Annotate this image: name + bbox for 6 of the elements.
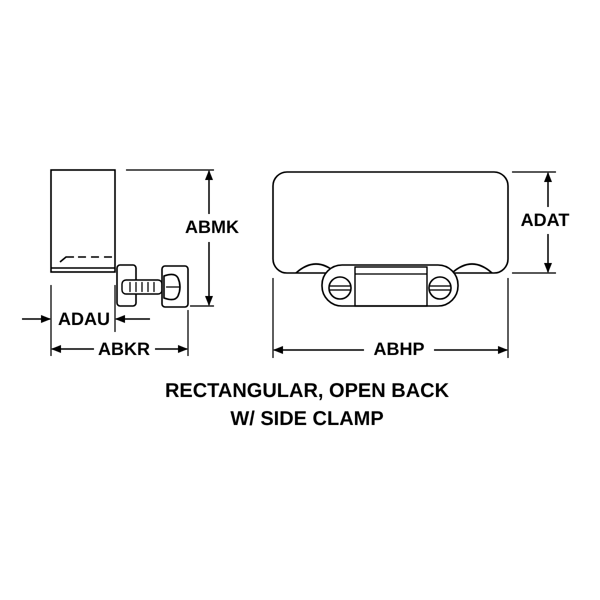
dimension-label: ABHP <box>374 340 424 358</box>
dimension-label: ADAU <box>58 310 110 328</box>
caption: RECTANGULAR, OPEN BACK W/ SIDE CLAMP <box>164 379 450 432</box>
dimension-label: ABMK <box>185 218 239 236</box>
dimension-label: ABKR <box>98 340 150 358</box>
dimension-label: ADAT <box>520 211 570 229</box>
